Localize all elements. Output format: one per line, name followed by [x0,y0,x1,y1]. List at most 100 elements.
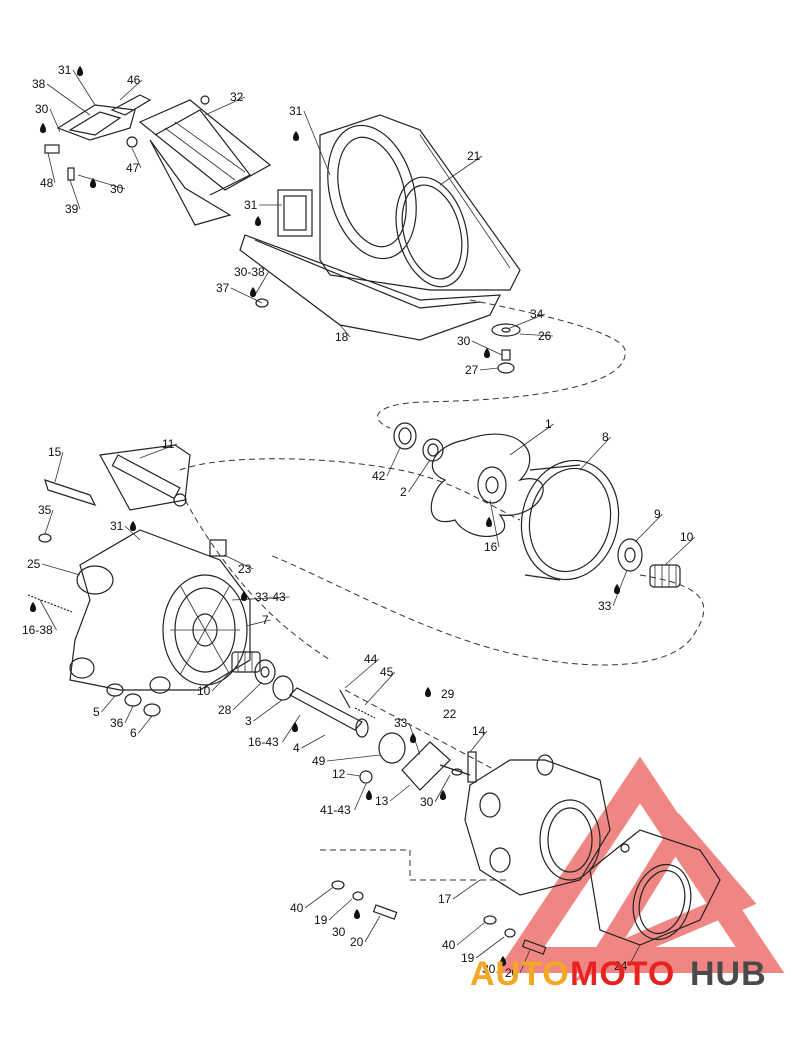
leader-line [339,324,351,338]
lubricant-drop-icon [30,602,36,612]
leader-line [211,669,233,692]
leader-line [254,271,269,296]
part-label: 6 [130,726,137,740]
leader-line [579,436,611,471]
leader-line [344,658,380,689]
leader-line [389,784,411,802]
leader-line [138,715,153,734]
part-label: 31 [110,519,124,533]
lubricant-drop-icon [486,517,492,527]
part-label: 39 [65,202,79,216]
part-label: 1 [545,417,552,431]
leader-line [139,443,178,459]
lubricant-drop-icon [366,790,372,800]
lubricant-drop-icon [255,216,261,226]
part-label: 33 [394,716,408,730]
leader-line [72,69,96,106]
lubricant-drop-icon [130,521,136,531]
watermark-moto: MOTO [570,955,675,993]
part-label: 3 [245,714,252,728]
part-label: 30 [110,182,124,196]
leader-line [54,451,64,483]
watermark-text: AUTO MOTO HUB [470,955,766,993]
part-label: 16 [484,540,498,554]
part-label: 19 [314,913,328,927]
lubricant-drop-icon [354,909,360,919]
leader-line [434,774,451,803]
leader-line [628,944,641,967]
leader-line [204,96,246,116]
leader-line [634,513,663,543]
leader-line [439,155,483,186]
part-label: 30 [332,925,346,939]
leader-line [479,367,499,371]
part-label: 12 [332,767,346,781]
leader-lines [39,69,696,974]
part-label: 26 [538,329,552,343]
part-label: 5 [93,705,100,719]
lubricant-drop-icon [250,287,256,297]
part-label: 31 [289,104,303,118]
part-label: 10 [680,530,694,544]
venturi-nozzle [464,754,721,946]
part-label: 29 [441,687,455,701]
part-label: 31 [244,198,258,212]
leader-line [509,313,546,329]
part-label: 14 [472,724,486,738]
leader-line [232,681,263,711]
leader-line [119,79,143,101]
leader-line [664,536,696,566]
part-label: 30 [420,795,434,809]
leader-line [303,110,331,176]
leader-line [364,915,381,943]
lubricant-drop-icon [484,348,490,358]
part-label: 45 [380,665,394,679]
lubricant-drop-icon [614,584,620,594]
lubricant-drop-icon [440,790,446,800]
leader-line [223,554,254,570]
part-label: 30 [482,962,496,976]
part-label: 30-38 [234,265,265,279]
lubricant-drop-icon [410,733,416,743]
part-label: 20 [505,966,519,980]
part-label: 23 [238,562,252,576]
part-label: 47 [126,161,140,175]
leader-line [77,174,126,190]
part-label: 48 [40,176,54,190]
part-label: 8 [602,430,609,444]
leader-line [131,147,142,169]
part-label: 25 [27,557,41,571]
hardware-bottom [331,768,547,955]
part-label: 40 [290,901,304,915]
watermark-logo [495,756,785,982]
lubricant-drop-icon [425,687,431,697]
leader-line [612,569,628,607]
leader-line [253,699,283,722]
part-label: 4 [293,741,300,755]
part-label: 44 [364,652,378,666]
leader-line [386,447,401,477]
leader-line [509,423,554,456]
leader-line [124,705,134,724]
part-label: 37 [216,281,230,295]
lubricant-drop-icon [90,178,96,188]
part-label: 2 [400,485,407,499]
part-label: 33 [598,599,612,613]
part-label: 21 [467,149,481,163]
part-label: 17 [438,892,452,906]
part-label: 33-43 [255,590,286,604]
leader-line [489,499,500,548]
leader-line [354,783,367,811]
part-label: 30 [35,102,49,116]
leader-line [519,949,531,974]
leader-line [124,525,141,541]
part-label: 10 [197,684,211,698]
part-label: 46 [127,73,141,87]
part-label: 11 [162,437,175,451]
leader-line [469,730,488,753]
leader-line [245,619,271,627]
watermark-auto: AUTO [470,955,570,993]
leader-line [456,922,485,946]
